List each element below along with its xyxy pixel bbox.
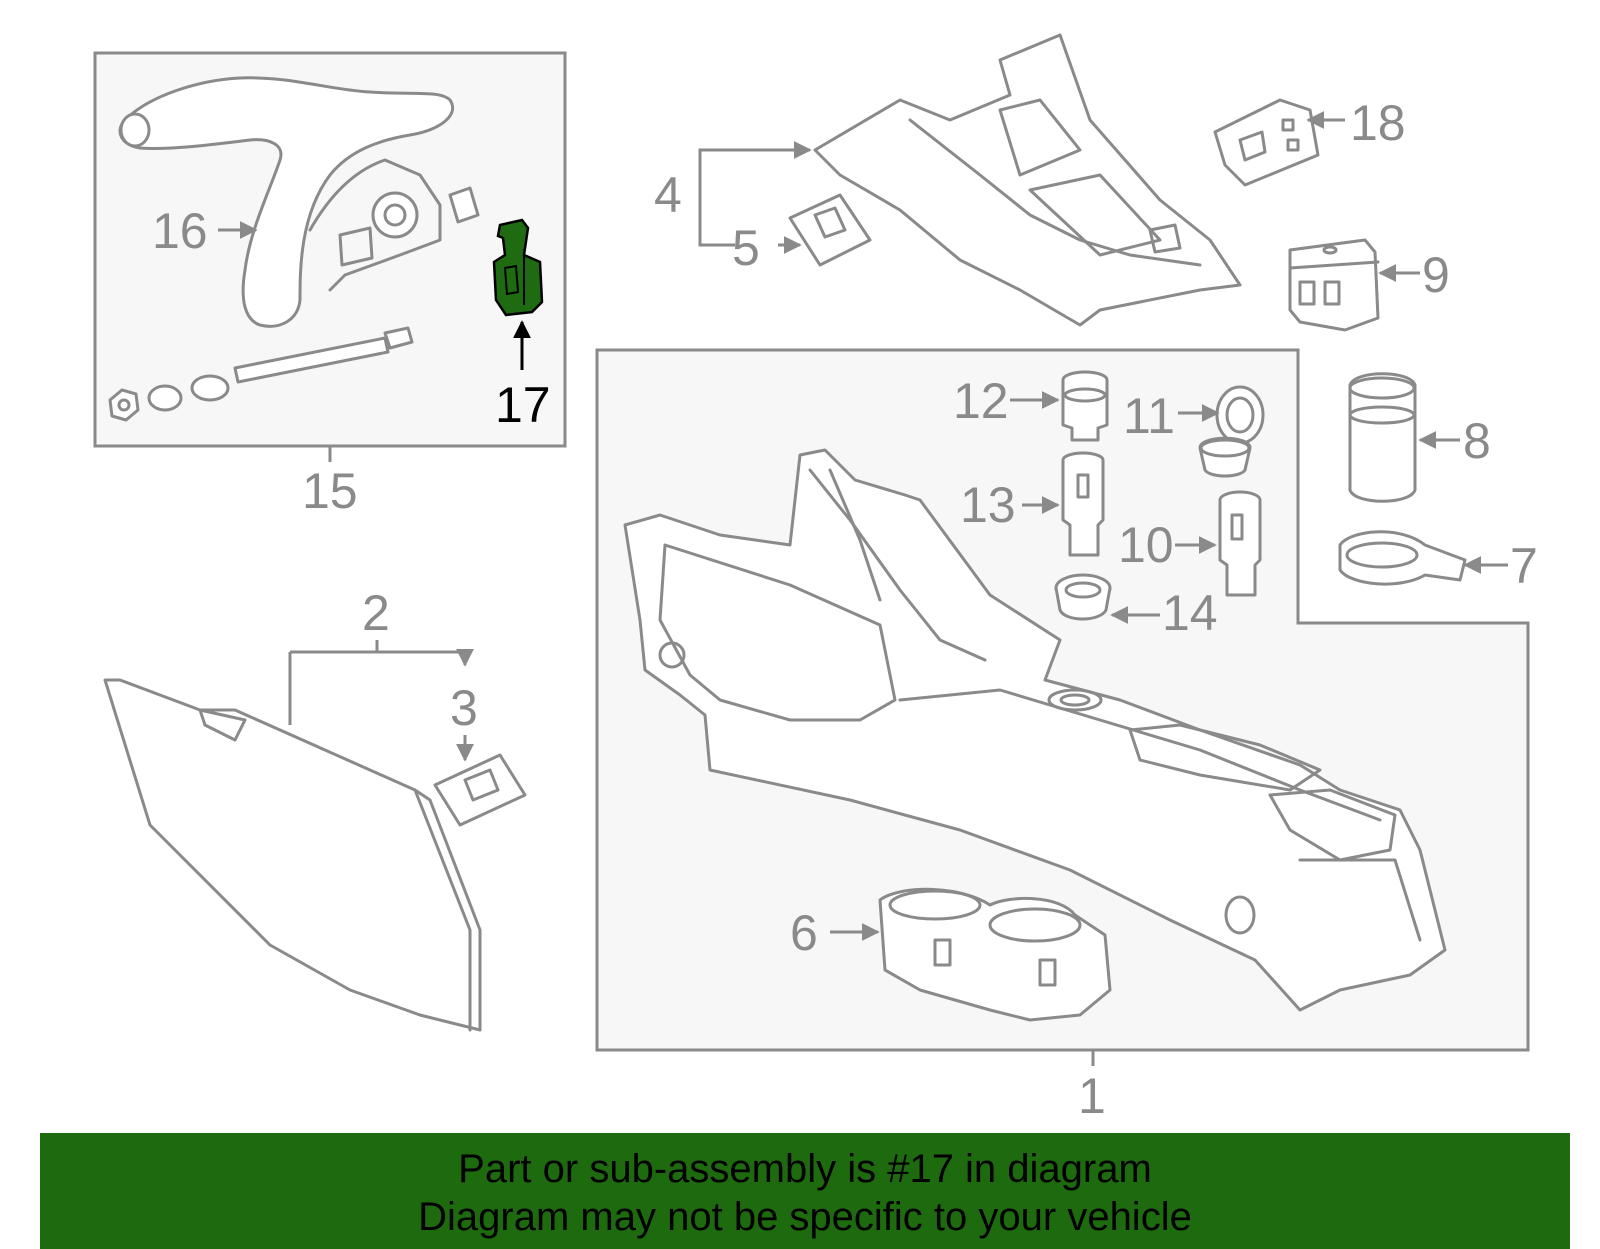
- callout-14[interactable]: 14: [1162, 585, 1218, 641]
- part-16-brake-handle[interactable]: [118, 76, 480, 328]
- callout-7[interactable]: 7: [1510, 538, 1538, 594]
- callout-9[interactable]: 9: [1422, 247, 1450, 303]
- part-10-socket[interactable]: [1218, 490, 1262, 597]
- part-6-cup-holder[interactable]: [878, 887, 1112, 1022]
- callout-12[interactable]: 12: [953, 373, 1009, 429]
- banner-line-1: Part or sub-assembly is #17 in diagram: [458, 1147, 1152, 1191]
- part-7-cup-ring[interactable]: [1338, 530, 1467, 586]
- part-11-cap[interactable]: [1198, 385, 1265, 478]
- part-5-clip[interactable]: [788, 193, 872, 267]
- info-banner: Part or sub-assembly is #17 in diagram D…: [40, 1133, 1570, 1249]
- leader-4: [698, 141, 812, 195]
- part-13-socket[interactable]: [1061, 451, 1105, 557]
- part-1-console[interactable]: [623, 448, 1447, 1012]
- part-9-switch[interactable]: [1288, 238, 1380, 332]
- part-8-cup-insert[interactable]: [1348, 372, 1417, 503]
- callout-11[interactable]: 11: [1123, 388, 1175, 444]
- callout-5[interactable]: 5: [732, 220, 760, 276]
- callout-2[interactable]: 2: [362, 585, 390, 641]
- part-17-highlighted-switch[interactable]: [492, 218, 544, 317]
- callout-18[interactable]: 18: [1350, 95, 1406, 151]
- callout-10[interactable]: 10: [1118, 517, 1174, 573]
- callout-17[interactable]: 17: [495, 377, 551, 433]
- callout-16[interactable]: 16: [152, 203, 208, 259]
- part-3-clip[interactable]: [433, 753, 527, 827]
- part-12-socket[interactable]: [1061, 370, 1109, 442]
- callout-1[interactable]: 1: [1078, 1068, 1106, 1124]
- callout-3[interactable]: 3: [450, 680, 478, 736]
- callout-8[interactable]: 8: [1463, 413, 1491, 469]
- part-15-hardware: [108, 326, 414, 422]
- callout-15[interactable]: 15: [302, 463, 358, 519]
- part-2-panel[interactable]: [103, 678, 482, 1032]
- banner-line-2: Diagram may not be specific to your vehi…: [418, 1195, 1192, 1239]
- part-18-bracket[interactable]: [1213, 98, 1320, 187]
- part-4-trim-plate[interactable]: [813, 33, 1242, 327]
- callout-6[interactable]: 6: [790, 905, 818, 961]
- callout-4[interactable]: 4: [654, 167, 682, 223]
- leader-4-5: [698, 195, 735, 247]
- part-14-bezel[interactable]: [1054, 573, 1112, 621]
- callout-13[interactable]: 13: [960, 477, 1016, 533]
- leader-2: [288, 640, 465, 725]
